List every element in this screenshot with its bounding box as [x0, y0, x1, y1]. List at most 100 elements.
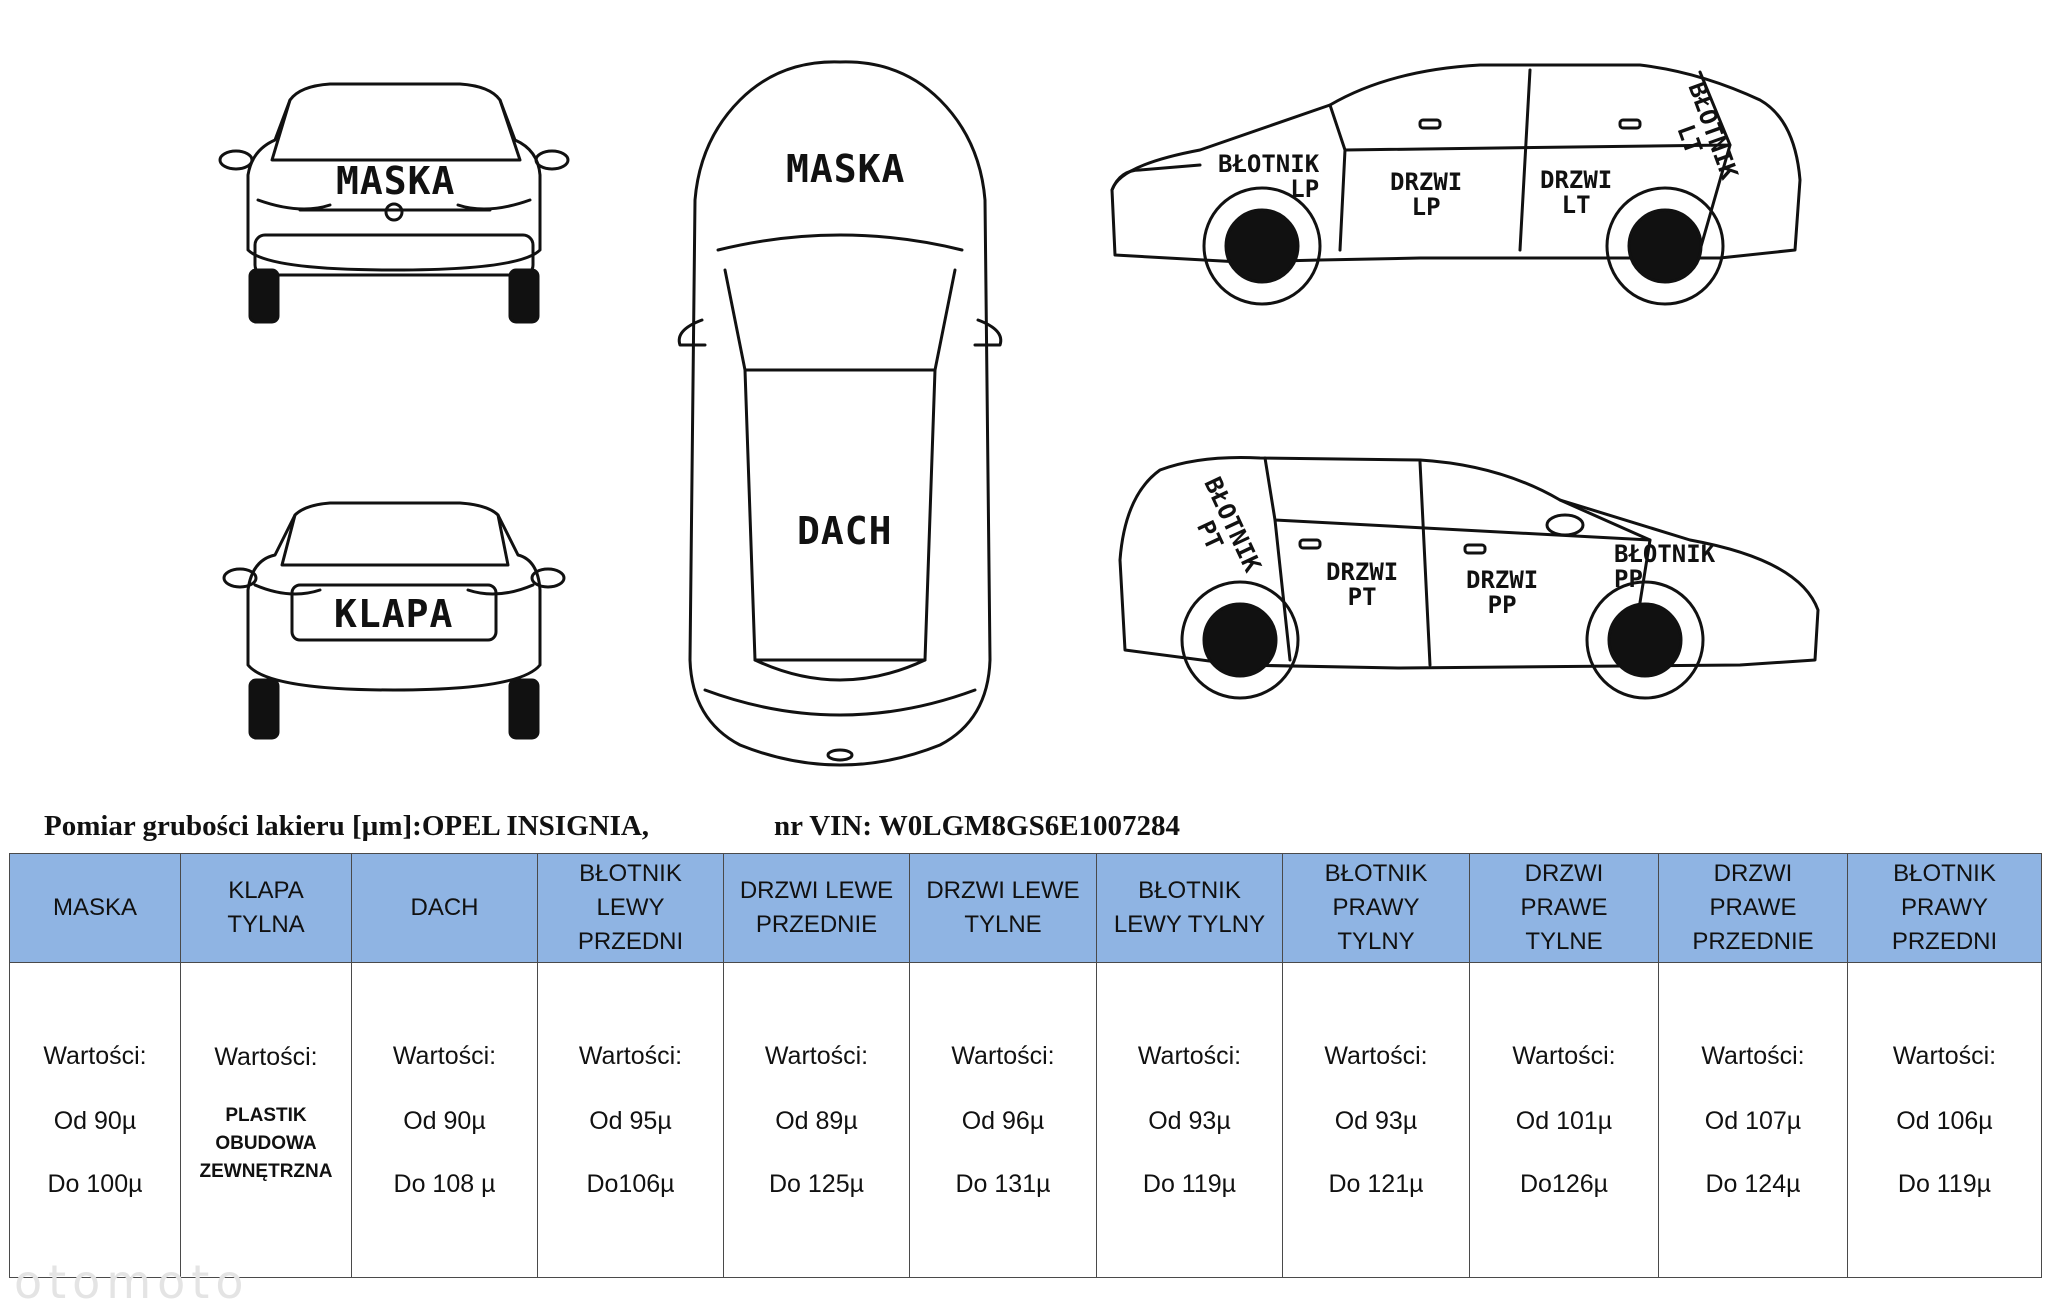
right-front-fender-label-line1: BŁOTNIK [1614, 540, 1716, 568]
header-hood-line: MASKA [52, 894, 138, 921]
header-tailgate-line2: TYLNA [227, 911, 305, 938]
vin-number: nr VIN: W0LGM8GS6E1007284 [774, 810, 1181, 842]
header-tailgate: KLAPA TYLNA [180, 853, 352, 963]
values-label: Wartości: [764, 1041, 869, 1070]
header-right-rear-door-line2: PRAWE [1520, 894, 1608, 921]
values-label: Wartości: [1701, 1041, 1805, 1070]
rear-hatch-label: KLAPA [334, 592, 454, 636]
left-front-fender-label-line2: LP [1290, 175, 1320, 204]
right-front-door-label-line2: PP [1487, 591, 1517, 620]
rear-view-outline [222, 501, 566, 740]
right-rear-door-label-line1: DRZWI [1326, 558, 1399, 586]
top-roof-label: DACH [797, 509, 893, 553]
header-left-rear-door-line1: DRZWI LEWE [926, 877, 1080, 904]
header-left-front-fender: BŁOTNIK LEWY PRZEDNI [537, 853, 724, 963]
table-values-row: Wartości: Od 90µ Do 100µ Wartości: PLAST… [9, 962, 2042, 1278]
values-cell-right-front-door: Wartości: Od 107µ Do 124µ [1658, 962, 1848, 1278]
right-rear-door-label: DRZWI PT [1326, 558, 1399, 612]
values-cell-left-front-door: Wartości: Od 89µ Do 125µ [723, 962, 910, 1278]
values-label: Wartości: [214, 1042, 318, 1071]
table-header-row: MASKA KLAPA TYLNA DACH BŁOTNIK LEWY PRZE… [9, 853, 2042, 963]
measurement-title: Pomiar grubości lakieru [µm]:OPEL INSIGN… [44, 810, 650, 842]
header-left-rear-door-line2: TYLNE [964, 911, 1042, 938]
value-to: Do 100µ [47, 1169, 143, 1198]
value-from: Od 107µ [1704, 1106, 1802, 1135]
car-diagram: MASKA KLAPA MASKA DACH BŁOTNIK LP DRZWI … [218, 60, 1820, 767]
header-left-rear-fender-line2: LEWY TYLNY [1113, 911, 1266, 938]
value-from: Od 96µ [961, 1106, 1045, 1135]
left-side-outline [1110, 63, 1802, 306]
left-rear-door-label-line2: LT [1561, 191, 1591, 220]
values-label: Wartości: [1324, 1041, 1428, 1070]
header-right-rear-door-line1: DRZWI [1524, 860, 1604, 887]
values-cell-left-front-fender: Wartości: Od 95µ Do106µ [537, 962, 724, 1278]
header-right-rear-fender-line2: PRAWY [1332, 894, 1420, 921]
header-tailgate-line1: KLAPA [228, 877, 304, 904]
values-label: Wartości: [1892, 1041, 1997, 1070]
value-from: Od 93µ [1334, 1106, 1418, 1135]
values-cell-left-rear-door: Wartości: Od 96µ Do 131µ [909, 962, 1097, 1278]
values-label: Wartości: [1137, 1041, 1242, 1070]
value-from: Od 89µ [775, 1106, 858, 1135]
header-right-front-fender-line1: BŁOTNIK [1893, 860, 1996, 887]
left-front-door-label: DRZWI LP [1390, 168, 1463, 222]
value-to: Do 108 µ [393, 1169, 496, 1198]
values-label: Wartości: [43, 1041, 147, 1070]
left-front-door-label-line2: LP [1411, 193, 1441, 222]
value-to: Do 119µ [1142, 1169, 1237, 1198]
paint-thickness-table: MASKA KLAPA TYLNA DACH BŁOTNIK LEWY PRZE… [9, 853, 2042, 1278]
value-from: Od 95µ [589, 1106, 672, 1135]
right-front-fender-label-line2: PP [1614, 565, 1643, 594]
right-rear-door-label-line2: PT [1347, 583, 1377, 612]
right-front-door-label: DRZWI PP [1466, 566, 1539, 620]
top-hood-label: MASKA [786, 147, 906, 191]
values-label: Wartości: [578, 1041, 683, 1070]
header-left-rear-fender: BŁOTNIK LEWY TYLNY [1096, 853, 1283, 963]
value-from: Od 106µ [1896, 1106, 1993, 1135]
left-front-fender-label-line1: BŁOTNIK [1218, 150, 1320, 178]
plastic-note-line3: ZEWNĘTRZNA [199, 1160, 333, 1182]
header-right-rear-fender: BŁOTNIK PRAWY TYLNY [1282, 853, 1470, 963]
header-left-rear-door: DRZWI LEWE TYLNE [909, 853, 1097, 963]
header-right-rear-door-line3: TYLNE [1525, 928, 1603, 955]
header-left-rear-fender-line1: BŁOTNIK [1138, 877, 1241, 904]
value-to: Do 119µ [1897, 1169, 1992, 1198]
values-cell-right-rear-door: Wartości: Od 101µ Do126µ [1469, 962, 1659, 1278]
car-outlines [218, 60, 1820, 767]
header-left-front-door: DRZWI LEWE PRZEDNIE [723, 853, 910, 963]
left-front-fender-label: BŁOTNIK LP [1218, 150, 1320, 204]
plastic-note-line2: OBUDOWA [215, 1132, 317, 1154]
header-left-front-door-line2: PRZEDNIE [755, 911, 878, 938]
values-cell-right-front-fender: Wartości: Od 106µ Do 119µ [1847, 962, 2042, 1278]
values-cell-left-rear-fender: Wartości: Od 93µ Do 119µ [1096, 962, 1283, 1278]
value-to: Do 131µ [955, 1169, 1051, 1198]
header-roof: DACH [351, 853, 538, 963]
values-cell-hood: Wartości: Od 90µ Do 100µ [9, 962, 181, 1278]
values-label: Wartości: [1512, 1041, 1616, 1070]
header-left-front-fender-line1: BŁOTNIK [579, 860, 682, 887]
watermark-logo: otomoto [14, 1255, 250, 1309]
header-right-front-door: DRZWI PRAWE PRZEDNIE [1658, 853, 1848, 963]
left-rear-door-label: DRZWI LT [1540, 166, 1613, 220]
value-to: Do 124µ [1705, 1169, 1801, 1198]
right-front-door-label-line1: DRZWI [1466, 566, 1539, 594]
right-side-outline [1118, 456, 1820, 700]
values-cell-roof: Wartości: Od 90µ Do 108 µ [351, 962, 538, 1278]
header-right-rear-door: DRZWI PRAWE TYLNE [1469, 853, 1659, 963]
header-left-front-door-line1: DRZWI LEWE [739, 877, 894, 904]
front-view-outline [218, 82, 570, 324]
left-rear-door-label-line1: DRZWI [1540, 166, 1613, 194]
values-cell-right-rear-fender: Wartości: Od 93µ Do 121µ [1282, 962, 1470, 1278]
top-view-outline [677, 60, 1003, 767]
header-right-front-fender-line2: PRAWY [1900, 894, 1989, 921]
values-cell-tailgate: Wartości: PLASTIK OBUDOWA ZEWNĘTRZNA [180, 962, 352, 1278]
values-label: Wartości: [392, 1041, 497, 1070]
left-front-door-label-line1: DRZWI [1390, 168, 1463, 196]
header-right-front-door-line2: PRAWE [1709, 894, 1797, 921]
value-from: Od 93µ [1148, 1106, 1231, 1135]
header-hood: MASKA [9, 853, 181, 963]
header-right-rear-fender-line3: TYLNY [1337, 928, 1415, 955]
header-right-rear-fender-line1: BŁOTNIK [1324, 860, 1428, 887]
plastic-note-line1: PLASTIK [225, 1104, 307, 1126]
value-from: Od 101µ [1515, 1106, 1613, 1135]
